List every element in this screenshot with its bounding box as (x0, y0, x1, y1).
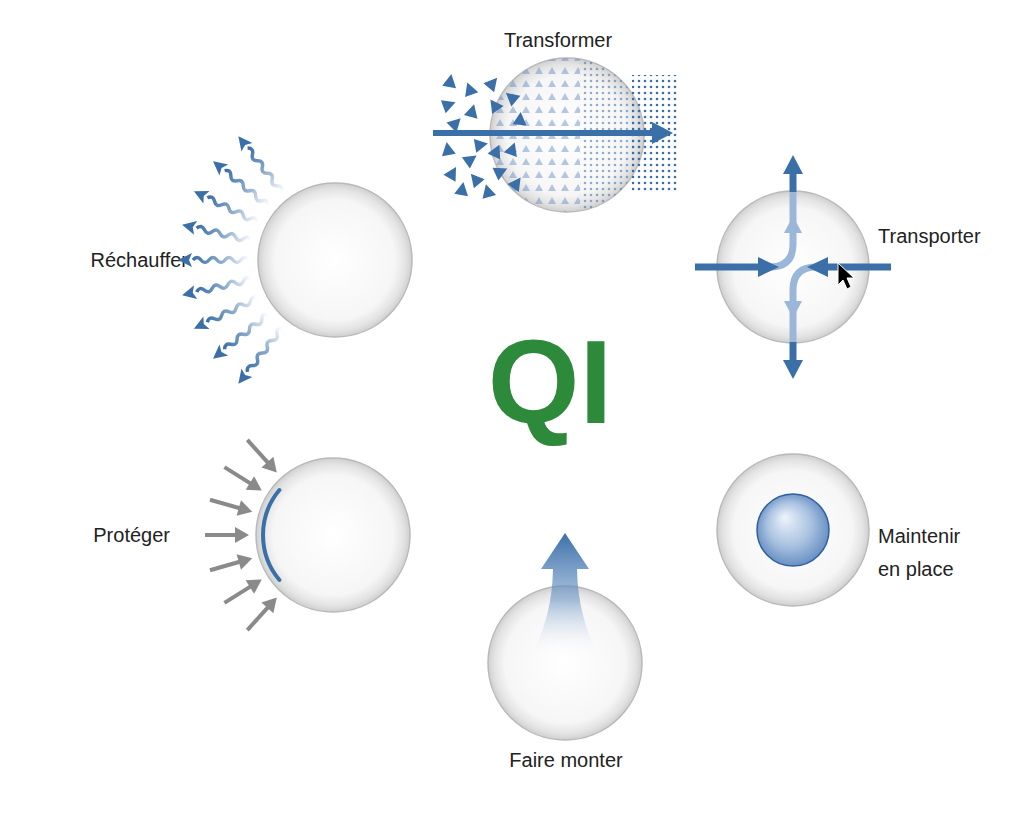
input-particle (501, 87, 520, 106)
circle-outline (487, 585, 643, 741)
function-circle: Maintenir en place (716, 453, 870, 607)
output-arrowhead (783, 360, 803, 379)
function-circle: Faire monter (487, 585, 643, 741)
output-arrow (790, 342, 797, 362)
held-sphere (757, 494, 829, 566)
heat-wave (178, 253, 249, 267)
input-arrow (826, 264, 891, 271)
circle-shape (717, 454, 869, 606)
input-arrow (695, 264, 760, 271)
circle-label: Réchauffer (40, 244, 188, 277)
protect-illustration (205, 435, 283, 636)
input-particle (485, 95, 504, 114)
circle-outline (716, 453, 870, 607)
heat-wave (233, 132, 288, 197)
dissolving-particles (495, 55, 580, 215)
heat-wave (191, 291, 261, 335)
heat-wave (180, 218, 252, 248)
input-particle (513, 111, 528, 125)
circle-label: Faire monter (466, 744, 666, 777)
heat-wave (180, 273, 252, 303)
heat-wave (191, 185, 261, 229)
circle-outline (255, 457, 411, 613)
flow-arrow (433, 130, 655, 136)
heat-wave (233, 323, 288, 388)
input-particle (465, 169, 484, 188)
impact-arrow (208, 550, 255, 578)
circle-outline (257, 182, 413, 338)
function-circle: Réchauffer (257, 182, 413, 338)
impact-arrow (220, 573, 266, 610)
impact-arrow (205, 527, 249, 543)
circle-label: Transporter (878, 220, 1018, 253)
input-arrowhead (758, 257, 779, 277)
inner-arrowhead (784, 301, 802, 318)
input-particle (474, 137, 489, 153)
circle-label: Maintenir en place (878, 520, 983, 586)
impact-arrow (241, 592, 282, 635)
function-circle: Protéger (255, 457, 411, 613)
circle-outline (489, 57, 645, 213)
mouse-cursor (838, 263, 854, 289)
lift-arrow (530, 533, 600, 656)
input-particle (447, 113, 466, 132)
input-particle (507, 173, 526, 192)
circle-label: Transformer (458, 24, 658, 57)
input-particle (464, 102, 481, 118)
circle-shape (258, 183, 412, 337)
circle-shape (488, 586, 642, 740)
input-particle (443, 164, 462, 182)
impact-arrow (220, 460, 266, 497)
input-particle (493, 162, 511, 180)
output-dots (632, 75, 678, 193)
heat-wave (209, 309, 273, 365)
input-particle (483, 73, 502, 92)
circle-shape (490, 58, 644, 212)
input-particle (461, 80, 479, 97)
circle-outline (716, 190, 870, 344)
center-title: QI (400, 323, 700, 441)
impact-arrow (208, 492, 255, 520)
inner-curve-arrow (762, 192, 793, 267)
inner-dots (580, 55, 650, 215)
transform-illustration (433, 55, 678, 215)
circle-shape (256, 458, 410, 612)
circle-shape (717, 191, 869, 343)
heat-wave (209, 156, 273, 212)
input-particle (441, 96, 458, 114)
input-particle (479, 182, 496, 198)
function-circle: Transporter (716, 190, 870, 344)
impact-arrow (241, 435, 282, 478)
output-arrowhead (783, 155, 803, 174)
flow-arrowhead (652, 122, 673, 144)
input-particle (488, 142, 506, 160)
input-particle (442, 73, 458, 88)
inner-curve-arrow (793, 267, 824, 342)
input-particle (504, 140, 522, 157)
function-circle: Transformer (489, 57, 645, 213)
input-particle (462, 150, 481, 169)
input-particle (454, 181, 470, 196)
input-particle (440, 141, 456, 156)
circle-label: Protéger (30, 519, 170, 552)
output-arrow (790, 172, 797, 192)
transport-arrows (695, 155, 891, 379)
inner-arrowhead (784, 216, 802, 233)
heat-waves (178, 132, 288, 388)
input-arrowhead (807, 257, 828, 277)
shield-arc (263, 490, 279, 580)
